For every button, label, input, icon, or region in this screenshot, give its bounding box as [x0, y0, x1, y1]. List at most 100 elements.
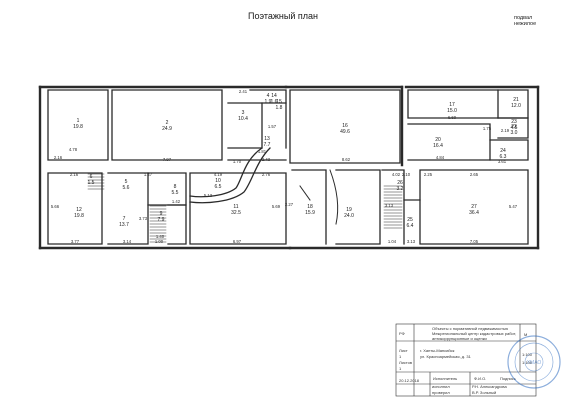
- floor-label-line1: подвал: [514, 15, 533, 21]
- object-line3: антикоррупционные и оценки: [432, 336, 487, 341]
- room-number: 26: [397, 180, 403, 186]
- company-seal: ХМАО: [507, 335, 561, 389]
- room-area: 6.5: [215, 184, 222, 190]
- dimension-label: 2.76: [262, 172, 271, 177]
- scale-label: М: [524, 332, 527, 337]
- room-area: 15.9: [305, 210, 315, 216]
- dimension-label: 2.43: [262, 157, 271, 162]
- dimension-label: 1.00: [155, 239, 164, 244]
- room-number: 7: [123, 216, 126, 222]
- dimension-label: 7.97: [163, 157, 172, 162]
- room-area: 15.0: [447, 108, 457, 114]
- room-number: 12: [76, 207, 82, 213]
- dimension-label: 8.62: [342, 157, 351, 162]
- room-number: 15: [276, 99, 282, 105]
- room-number: 24: [500, 148, 506, 154]
- room-number: 9: [160, 211, 163, 217]
- dimension-label: 3.14: [123, 239, 132, 244]
- room-number: 25: [407, 217, 413, 223]
- room-number: 1: [77, 118, 80, 124]
- scale-value: 1:100: [522, 352, 533, 357]
- dimension-label: 2.65: [470, 172, 479, 177]
- object-line2: Межрегиональный центр кадастровых работ,: [432, 331, 516, 336]
- city-line: г. Ханты-Мансийск: [420, 348, 455, 353]
- sheets-label: Листов: [399, 360, 412, 365]
- room-area: 32.5: [231, 210, 241, 216]
- stair-hatching: [87, 173, 403, 243]
- dimension-label: 1.75: [483, 126, 492, 131]
- sheet-label: Лист: [399, 348, 408, 353]
- title-block-text: РФ Объекты с нормативной недвижимостью М…: [399, 326, 533, 395]
- room-area: 1.9: [265, 99, 272, 105]
- col-label2: Ф.И.О.: [474, 376, 486, 381]
- room-area: 7.7: [264, 142, 271, 148]
- dimension-label: 1.47: [144, 172, 153, 177]
- dimension-label: 2.10: [402, 172, 411, 177]
- room-number: 18: [307, 204, 313, 210]
- room-area: 3.0: [511, 130, 518, 136]
- room-number: 21: [513, 97, 519, 103]
- title-block: [395, 323, 537, 397]
- dimension-label: 3.77: [71, 239, 80, 244]
- dimension-label: 1.42: [172, 199, 181, 204]
- room-number: 22: [511, 124, 517, 130]
- dimension-label: 1.57: [268, 124, 277, 129]
- dimension-label: 2.19: [501, 128, 510, 133]
- room-labels: 119.8224.9310.441.955.661.5713.785.597.9…: [73, 93, 521, 229]
- dimension-label: 6.97: [233, 239, 242, 244]
- dimension-label: 2.27: [285, 202, 294, 207]
- dimension-label: 2.41: [239, 89, 248, 94]
- room-area: 10.4: [238, 116, 248, 122]
- room-area: 5.6: [123, 185, 130, 191]
- room-area: 6.3: [500, 154, 507, 160]
- dimension-label: 4.78: [69, 147, 78, 152]
- seal-center-text: ХМАО: [527, 360, 542, 366]
- role2: проверил: [432, 390, 450, 395]
- floor-label-line2: нежилое: [514, 21, 537, 27]
- room-area: 24.9: [162, 126, 172, 132]
- scale-extra: 1:100: [522, 360, 533, 365]
- room-number: 10: [215, 178, 221, 184]
- room-number: 8: [174, 184, 177, 190]
- room-area: 13.7: [119, 222, 129, 228]
- dimension-label: 2.16: [70, 172, 79, 177]
- dimension-label: 1.70: [233, 159, 242, 164]
- room-number: 19: [346, 207, 352, 213]
- room-area: 7.9: [158, 217, 165, 223]
- street-line: ул. Красноармейская, д. 31: [420, 354, 472, 359]
- room-number: 20: [435, 137, 441, 143]
- room-area: 4.5: [511, 125, 518, 131]
- room-area: 12.0: [511, 103, 521, 109]
- room-area: 49.6: [340, 129, 350, 135]
- col-label3: Подпись: [500, 376, 516, 381]
- dimension-label: 6.60: [448, 115, 457, 120]
- dimension-label: 2.25: [424, 172, 433, 177]
- room-area: 16.4: [433, 143, 443, 149]
- dimension-label: 1.04: [388, 239, 397, 244]
- dimension-label: 3.73: [139, 216, 148, 221]
- room-number: 14: [271, 93, 277, 99]
- room-area: 19.8: [73, 124, 83, 130]
- dimension-label: 2.16: [54, 155, 63, 160]
- room-area: 5.5: [172, 190, 179, 196]
- dimension-label: 5.66: [51, 204, 60, 209]
- name1: Р.Н. Александрова: [472, 384, 507, 389]
- page-title: Поэтажный план: [248, 11, 318, 21]
- room-number: 27: [471, 204, 477, 210]
- object-line1: Объекты с нормативной недвижимостью: [432, 326, 508, 331]
- room-area: 6.4: [407, 223, 414, 229]
- dimension-label: 5.69: [272, 204, 281, 209]
- room-area: 19.8: [74, 213, 84, 219]
- dimension-label: 3.61: [498, 159, 507, 164]
- dimension-label: 5.47: [509, 204, 518, 209]
- room-area: 36.4: [469, 210, 479, 216]
- room-number: 16: [342, 123, 348, 129]
- date: 20.12.2018: [399, 378, 420, 383]
- dimension-label: 1.40: [156, 234, 165, 239]
- room-area: 1.6: [271, 99, 278, 105]
- room-number: 5: [125, 179, 128, 185]
- dimension-label: 7.05: [470, 239, 479, 244]
- dimension-label: 5.13: [204, 193, 213, 198]
